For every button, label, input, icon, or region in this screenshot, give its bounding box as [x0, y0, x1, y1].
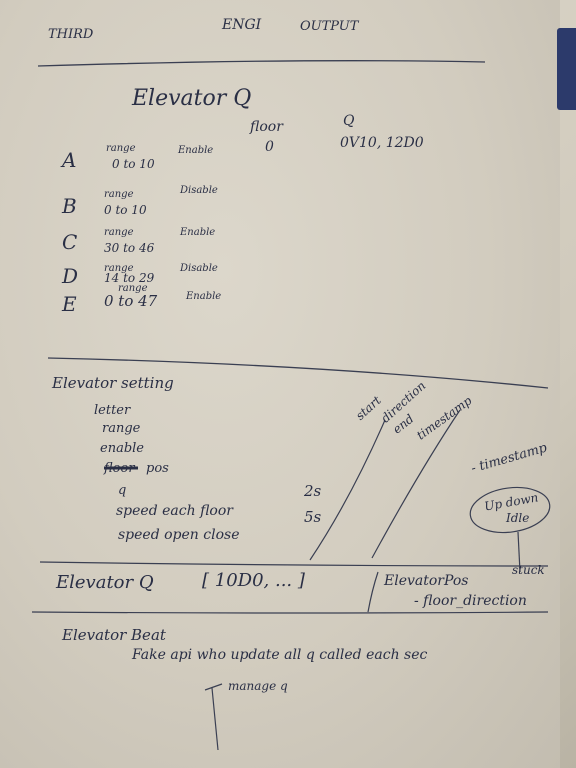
header-right: OUTPUT: [300, 19, 359, 34]
beat-title: Elevator Beat: [62, 626, 166, 644]
row-range-value: 30 to 46: [104, 241, 155, 255]
diagonal-line-1: [309, 419, 386, 561]
elevator-pos-label: ElevatorPos: [384, 573, 469, 589]
queue-top-line: [39, 561, 549, 567]
row-range-label: range: [106, 143, 136, 154]
queue-bottom-line: [31, 611, 549, 614]
header-left: THIRD: [48, 27, 94, 42]
section-divider: [47, 357, 549, 389]
note-idle: Idle: [506, 511, 530, 525]
beat-description: Fake api who update all q called each se…: [132, 647, 428, 663]
row-letter: A: [62, 148, 77, 172]
row-range-label: range: [118, 283, 148, 294]
row-range-value: 0 to 10: [112, 157, 155, 171]
elevator-q-title: Elevator Q: [132, 86, 252, 111]
row-state: Disable: [180, 263, 218, 274]
row-range-label: range: [104, 189, 134, 200]
header-center: ENGI: [222, 17, 262, 33]
row-letter: D: [62, 264, 79, 288]
note-stuck: stuck: [512, 563, 545, 577]
diagonal-line-2: [371, 409, 461, 559]
row-letter: B: [62, 194, 77, 218]
setting-item: letter: [94, 403, 131, 418]
row-range-label: range: [104, 227, 134, 238]
setting-item: range: [102, 421, 141, 436]
row-state: Enable: [180, 227, 216, 238]
beat-sub: manage q: [228, 679, 288, 693]
setting-item: q: [118, 483, 127, 498]
setting-item: pos: [146, 461, 169, 476]
divider-tick: [367, 571, 379, 613]
manage-arrow-stem: [211, 687, 219, 751]
speed-door-value: 5s: [304, 508, 322, 526]
setting-crossed-word: floor: [104, 461, 135, 476]
q-value: 0V10, 12D0: [340, 135, 424, 151]
header-divider: [37, 60, 486, 67]
speed-floor-value: 2s: [304, 482, 322, 500]
setting-item: speed each floor: [116, 503, 233, 519]
setting-item: enable: [100, 441, 144, 456]
row-range-value: 14 to 29: [104, 271, 155, 285]
row-range-value: 0 to 47: [104, 292, 158, 310]
updown-idle-circle: [469, 486, 551, 534]
row-state: Enable: [186, 291, 222, 302]
notebook-page: [0, 0, 560, 768]
elevator-pos-sub: - floor_direction: [414, 593, 527, 609]
page-tab-marker: [557, 28, 576, 110]
row-letter: E: [62, 292, 77, 316]
row-range-value: 0 to 10: [104, 203, 147, 217]
manage-arrow-head: [204, 683, 223, 691]
queue-label: Elevator Q: [56, 572, 154, 593]
q-label: Q: [343, 113, 355, 129]
row-state: Enable: [178, 145, 214, 156]
row-letter: C: [62, 230, 78, 254]
settings-title: Elevator setting: [52, 374, 174, 392]
row-state: Disable: [180, 185, 218, 196]
floor-label: floor: [250, 119, 283, 135]
row-range-label: range: [104, 263, 134, 274]
floor-value: 0: [265, 139, 274, 155]
idle-stem: [517, 531, 521, 573]
setting-item: speed open close: [118, 527, 240, 543]
queue-value: [ 10D0, ... ]: [202, 570, 305, 591]
